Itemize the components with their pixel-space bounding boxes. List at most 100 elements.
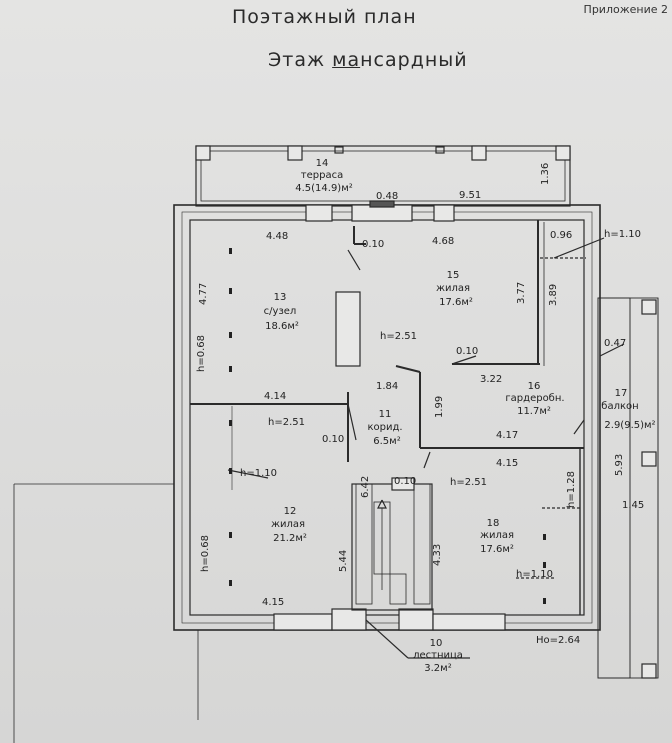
room-name: с/узел xyxy=(264,306,297,317)
window-bottom xyxy=(398,608,434,631)
door-leaf xyxy=(347,403,357,441)
stair-outline xyxy=(351,483,433,611)
room-name: лестница xyxy=(413,650,463,661)
dimension-label: 1.45 xyxy=(622,500,644,511)
leader-line xyxy=(227,469,269,479)
dimension-label: h=0.68 xyxy=(196,335,207,372)
subtitle-post: нсардный xyxy=(360,49,468,71)
window-bottom xyxy=(273,613,333,631)
dimension-label: 4.15 xyxy=(262,597,284,608)
door-leaf xyxy=(423,451,431,469)
dimension-label: 0.10 xyxy=(322,434,344,445)
dimension-label: 0.10 xyxy=(362,239,384,250)
room-number: 10 xyxy=(430,638,443,649)
room-area: 11.7м² xyxy=(517,406,551,417)
dimension-label: 5.44 xyxy=(338,550,349,572)
room-name: балкон xyxy=(601,401,638,412)
dimension-label: h=1.10 xyxy=(604,229,641,240)
room-number: 13 xyxy=(274,292,287,303)
room-name: корид. xyxy=(367,422,402,433)
dimension-label: 6.42 xyxy=(360,476,371,498)
dimension-label: 0.48 xyxy=(376,191,398,202)
stair-landing xyxy=(389,573,407,605)
terrace-post-small xyxy=(435,146,445,154)
room-name: терраса xyxy=(301,170,343,181)
dimension-label: 4.14 xyxy=(264,391,286,402)
door-threshold xyxy=(369,200,395,208)
room-name: жилая xyxy=(271,519,305,530)
dimension-label: 4.15 xyxy=(496,458,518,469)
dimension-label: 4.33 xyxy=(432,544,443,566)
balcony-post xyxy=(641,451,657,467)
room-area: 21.2м² xyxy=(273,533,307,544)
subtitle-pre: Этаж xyxy=(268,49,333,71)
window-bottom xyxy=(432,613,506,631)
room-number: 18 xyxy=(487,518,500,529)
room-area: 18.6м² xyxy=(265,321,299,332)
room-area: 4.5(14.9)м² xyxy=(295,183,353,194)
dimension-label: h=1.10 xyxy=(240,468,277,479)
appendix-label: Приложение 2 xyxy=(583,3,668,16)
dimension-label: 5.93 xyxy=(614,454,625,476)
dimension-label: 0.10 xyxy=(456,346,478,357)
terrace-post xyxy=(471,145,487,161)
dimension-label: h=1.28 xyxy=(566,471,577,508)
room-area: 2.9(9.5)м² xyxy=(604,420,655,431)
slope-mark xyxy=(229,332,232,338)
room-area: 17.6м² xyxy=(480,544,514,555)
terrace-post xyxy=(555,145,571,161)
slope-mark xyxy=(229,366,232,372)
dimension-label: 1.84 xyxy=(376,381,398,392)
slope-mark xyxy=(229,580,232,586)
dimension-label: 4.68 xyxy=(432,236,454,247)
door-leaf xyxy=(395,365,421,373)
dimension-label: 0.96 xyxy=(550,230,572,241)
door-swing xyxy=(347,249,361,271)
room-name: гардеробн. xyxy=(505,393,564,404)
floor-subtitle: Этаж мансардный xyxy=(268,49,468,71)
stair-wall-left xyxy=(355,483,373,605)
room-area: 6.5м² xyxy=(373,436,400,447)
balcony-post xyxy=(641,663,657,679)
balcony-post xyxy=(641,299,657,315)
slope-mark xyxy=(543,598,546,604)
dimension-label: 3.22 xyxy=(480,374,502,385)
room-name: жилая xyxy=(480,530,514,541)
slope-mark xyxy=(229,468,232,474)
leader-line xyxy=(365,619,409,659)
dimension-label: 3.77 xyxy=(516,282,527,304)
dimension-label: 4.17 xyxy=(496,430,518,441)
stair-arrow xyxy=(377,499,387,509)
chimney-block xyxy=(335,291,361,367)
room-area: 17.6м² xyxy=(439,297,473,308)
leader-line xyxy=(451,355,477,365)
dimension-label: 0.47 xyxy=(604,338,626,349)
dimension-label: 4.48 xyxy=(266,231,288,242)
room-name: жилая xyxy=(436,283,470,294)
room-number: 12 xyxy=(284,506,297,517)
dimension-label: 1.36 xyxy=(540,163,551,185)
room-number: 11 xyxy=(379,409,392,420)
terrace-post-small xyxy=(334,146,344,154)
page-title: Поэтажный план xyxy=(232,6,417,28)
leader-line xyxy=(553,237,605,259)
dimension-label: Ho=2.64 xyxy=(536,635,580,646)
room-number: 14 xyxy=(316,158,329,169)
slope-mark xyxy=(543,562,546,568)
dimension-label: 4.77 xyxy=(198,283,209,305)
dimension-label: h=2.51 xyxy=(380,331,417,342)
room-number: 16 xyxy=(528,381,541,392)
window-top xyxy=(433,204,455,222)
slope-mark xyxy=(229,532,232,538)
dimension-label: h=2.51 xyxy=(450,477,487,488)
window-top xyxy=(305,204,333,222)
dimension-label: 1.99 xyxy=(434,396,445,418)
dimension-label: 0.10 xyxy=(394,476,416,487)
stair-door xyxy=(391,477,415,491)
slope-mark xyxy=(229,420,232,426)
balcony-outline-upper xyxy=(597,297,659,679)
dimension-label: 9.51 xyxy=(459,190,481,201)
dimension-label: h=0.68 xyxy=(200,535,211,572)
slope-mark xyxy=(229,288,232,294)
